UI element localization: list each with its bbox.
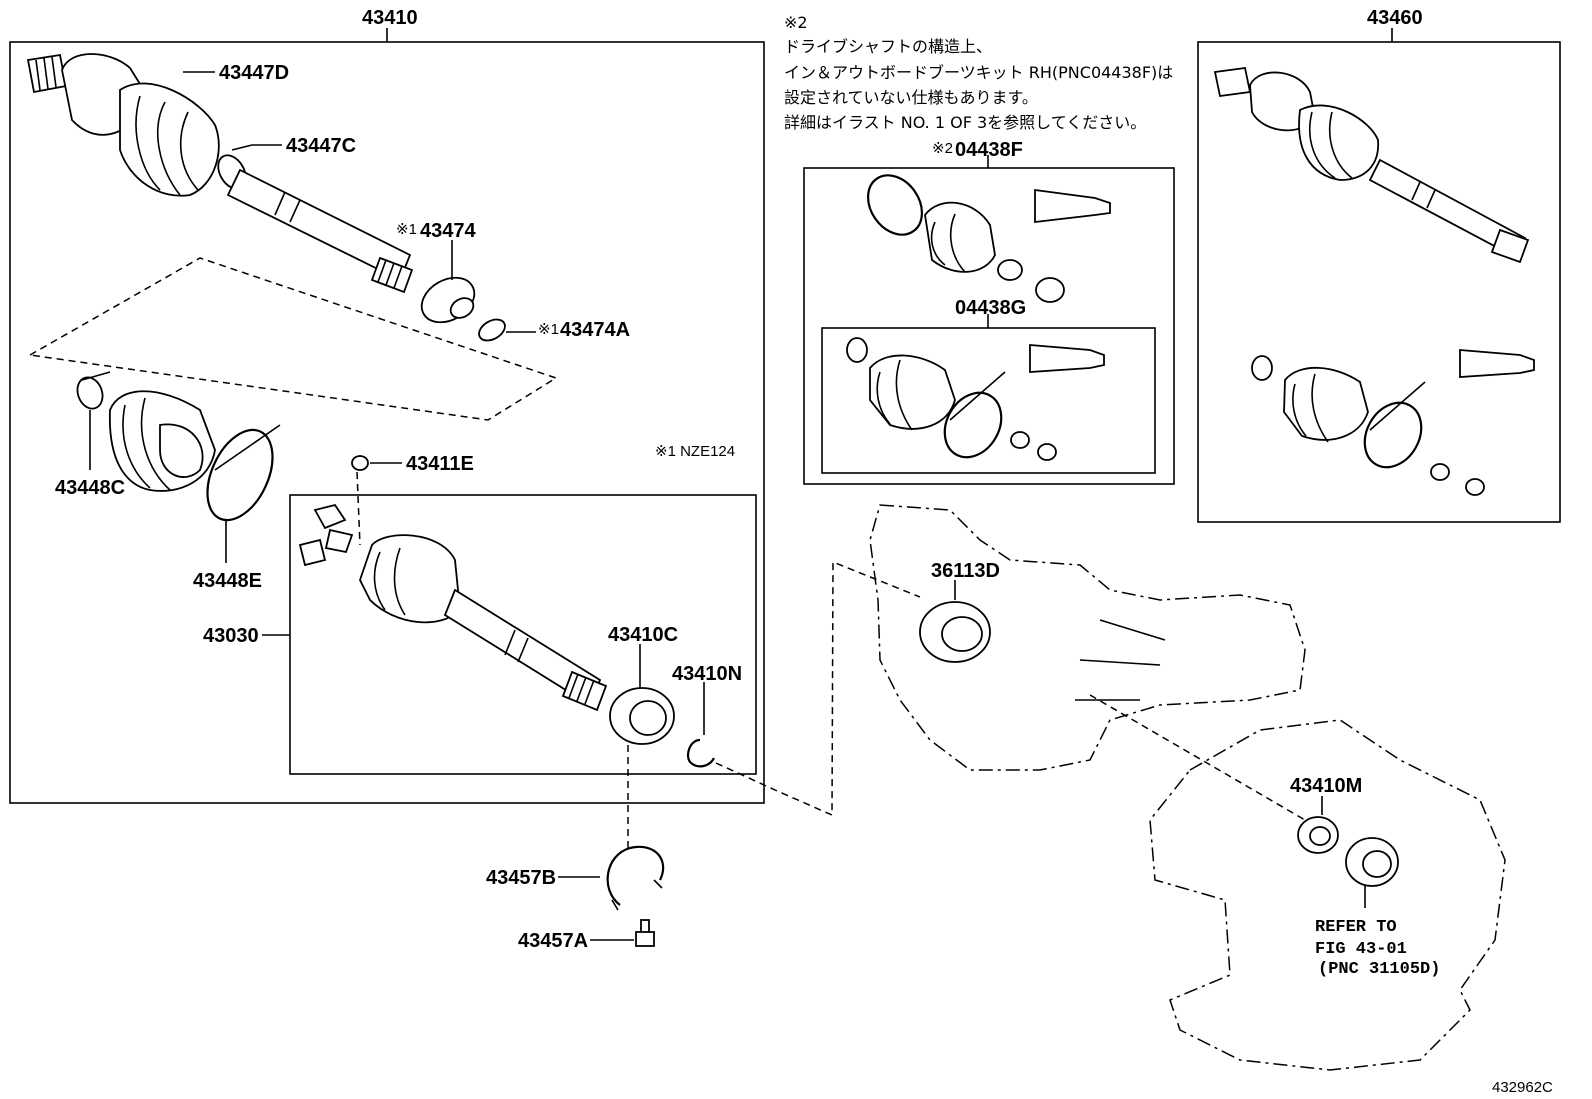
mark-43474: ※1 <box>396 221 417 238</box>
label-43411E: 43411E <box>406 453 474 475</box>
label-36113D: 36113D <box>931 560 1000 582</box>
label-43447D: 43447D <box>219 62 289 84</box>
label-43030: 43030 <box>203 625 259 647</box>
refer-line-3: (PNC 31105D) <box>1318 960 1440 979</box>
svg-text:設定されていない仕様もあります。: 設定されていない仕様もあります。 <box>784 88 1038 107</box>
mark-43474A: ※1 <box>538 321 559 338</box>
svg-text:詳細はイラスト NO. 1 OF 3を参照してください。: 詳細はイラスト NO. 1 OF 3を参照してください。 <box>784 113 1146 132</box>
refer-line-1: REFER TO <box>1315 918 1397 937</box>
label-04438F: 04438F <box>955 139 1023 161</box>
label-43448E: 43448E <box>193 570 262 592</box>
label-04438G: 04438G <box>955 297 1026 319</box>
svg-text:イン＆アウトボードブーツキット RH(PNC04438F)は: イン＆アウトボードブーツキット RH(PNC04438F)は <box>784 63 1173 82</box>
label-43447C: 43447C <box>286 135 356 157</box>
differential-housing <box>1149 719 1506 1071</box>
label-43410M: 43410M <box>1290 775 1362 797</box>
figure-number: 432962C <box>1492 1079 1553 1096</box>
dashed-group-outline <box>27 257 558 421</box>
refer-line-2: FIG 43-01 <box>1315 940 1407 959</box>
label-43410C: 43410C <box>608 624 678 646</box>
inner-assembly-43030: 43030 <box>203 494 757 775</box>
nze-note: ※1 NZE124 <box>655 443 735 460</box>
kit-04438F: ※2 04438F 04438G <box>803 139 1175 485</box>
bearing-43410M <box>1297 816 1399 887</box>
damper-43474 <box>420 276 476 324</box>
japanese-note: ※2 ドライブシャフトの構造上、 イン＆アウトボードブーツキット RH(PNC0… <box>784 13 1173 132</box>
dashed-link-to-transaxle <box>715 560 921 817</box>
label-43457A: 43457A <box>518 930 588 952</box>
mark-04438F: ※2 <box>932 140 953 157</box>
label-43474A: 43474A <box>560 319 630 341</box>
inner-boot-drawing <box>76 371 281 522</box>
snap-ring-43411E <box>351 455 369 471</box>
dashed-link-to-seal <box>1089 694 1306 821</box>
bracket-ring-43457B <box>606 845 665 911</box>
label-43410: 43410 <box>362 7 418 29</box>
label-43460: 43460 <box>1367 7 1423 29</box>
label-43410N: 43410N <box>672 663 742 685</box>
clamp-43474A <box>478 318 506 342</box>
svg-text:※2: ※2 <box>784 13 808 32</box>
label-43448C: 43448C <box>55 477 125 499</box>
label-43474: 43474 <box>420 220 476 242</box>
bolt-43457A <box>635 919 655 947</box>
assembly-43460: 43460 <box>1197 7 1561 523</box>
assembly-43410: 43410 <box>9 7 765 804</box>
label-43457B: 43457B <box>486 867 556 889</box>
outer-shaft-drawing <box>26 53 414 294</box>
svg-text:ドライブシャフトの構造上、: ドライブシャフトの構造上、 <box>784 37 992 56</box>
transaxle-housing <box>869 504 1306 771</box>
